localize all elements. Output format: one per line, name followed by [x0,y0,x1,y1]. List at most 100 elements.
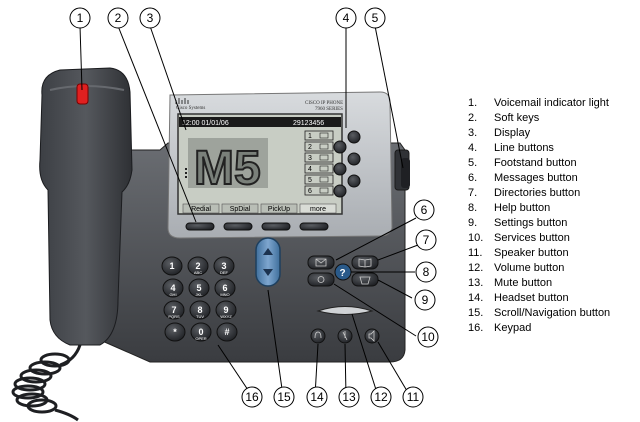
callout-number: 10 [421,330,435,344]
keypad-key-cap [189,300,211,320]
softkey-label: SpDial [230,206,251,213]
keypad-digit: 6 [222,283,227,293]
services-icon [359,276,371,285]
keypad-key-cap [214,278,236,298]
keypad-letters: WXYZ [220,314,232,319]
callout-5: 5 [364,7,386,29]
legend-item: 6.Messages button [468,171,610,186]
headset-button[interactable] [310,328,326,344]
keypad-digit: 7 [171,305,176,315]
keypad-key-cap [161,256,183,276]
legend-item: 12.Volume button [468,261,610,276]
legend-label: Headset button [494,292,569,304]
callout-circle [338,386,360,408]
legend-number: 1. [468,97,478,109]
keypad-letters: PQRS [168,314,180,319]
line-button[interactable] [347,152,361,166]
envelope-icon [315,258,327,267]
phone-line-icon [319,154,329,161]
footstand-button[interactable] [401,158,410,188]
legend-label: Help button [494,202,551,214]
line-button[interactable] [333,140,347,154]
callout-4: 4 [335,7,357,29]
handset[interactable] [39,67,133,346]
softkey-buttons [185,222,329,231]
legend-label: Soft keys [494,112,540,124]
legend-item: 10. Services button [468,231,610,246]
mute-icon [342,331,348,341]
softkey-button[interactable] [299,222,329,231]
line-button[interactable] [347,174,361,188]
display-line-number: 3 [308,155,312,162]
phone-line-icon [319,176,329,183]
keypad-key-cap [213,256,235,276]
display-line-number: 4 [308,166,312,173]
callout-circle [364,7,386,29]
display-line-box [304,185,334,196]
keypad-key-star[interactable]: * [164,322,186,342]
legend-label: Voicemail indicator light [494,97,609,109]
line-button[interactable] [333,162,347,176]
scroll-down-icon [263,269,273,276]
softkey-button[interactable] [185,222,215,231]
legend-item: 8.Help button [468,201,610,216]
legend-item: 15.Scroll/Navigation button [468,306,610,321]
keypad-key-pound[interactable]: # [216,322,238,342]
legend-item: 11.Speaker button [468,246,610,261]
keypad-digit: 5 [196,283,201,293]
callout-number: 3 [147,11,154,25]
speaker-icon [368,330,375,342]
line-buttons [333,130,361,198]
legend-number: 16. [468,322,484,334]
legend-number: 10. [468,232,484,244]
model-label: CISCO IP PHONE [305,101,343,106]
callout-number: 15 [277,390,291,404]
volume-button[interactable] [316,306,374,315]
keypad-key-1[interactable]: 1 [161,256,183,276]
softkey-button[interactable] [261,222,291,231]
softkey-button[interactable] [223,222,253,231]
headset-icon [314,331,322,339]
callout-circle [306,386,328,408]
line-button[interactable] [347,130,361,144]
callout-leaders [79,25,419,397]
display-line-box [304,163,334,174]
keypad-digit: 8 [197,305,202,315]
callout-circle [413,199,435,221]
callout-number: 13 [342,390,356,404]
help-icon: ? [340,268,346,279]
display-line-box [304,130,334,141]
speaker-button[interactable] [364,328,380,344]
legend-number: 3. [468,127,478,139]
legend-label: Services button [494,232,570,244]
line-button[interactable] [333,184,347,198]
callout-circle [415,229,437,251]
keypad-digit: * [173,327,177,337]
display-logo-bg [188,138,268,188]
callout-number: 4 [343,11,350,25]
keypad-key-cap [187,256,209,276]
legend-label: Footstand button [494,157,577,169]
services-button[interactable] [351,272,379,287]
display-logo: M5 [194,142,261,195]
keypad-letters: GHI [169,292,176,297]
navigation-button[interactable] [255,237,281,287]
settings-icon [317,276,325,283]
settings-button[interactable] [307,272,335,287]
legend-label: Scroll/Navigation button [494,307,611,319]
callout-10: 10 [417,326,439,348]
callout-circle [414,289,436,311]
phone-line-icon [319,165,329,172]
legend-number: 14. [468,292,484,304]
callout-circle [417,326,439,348]
